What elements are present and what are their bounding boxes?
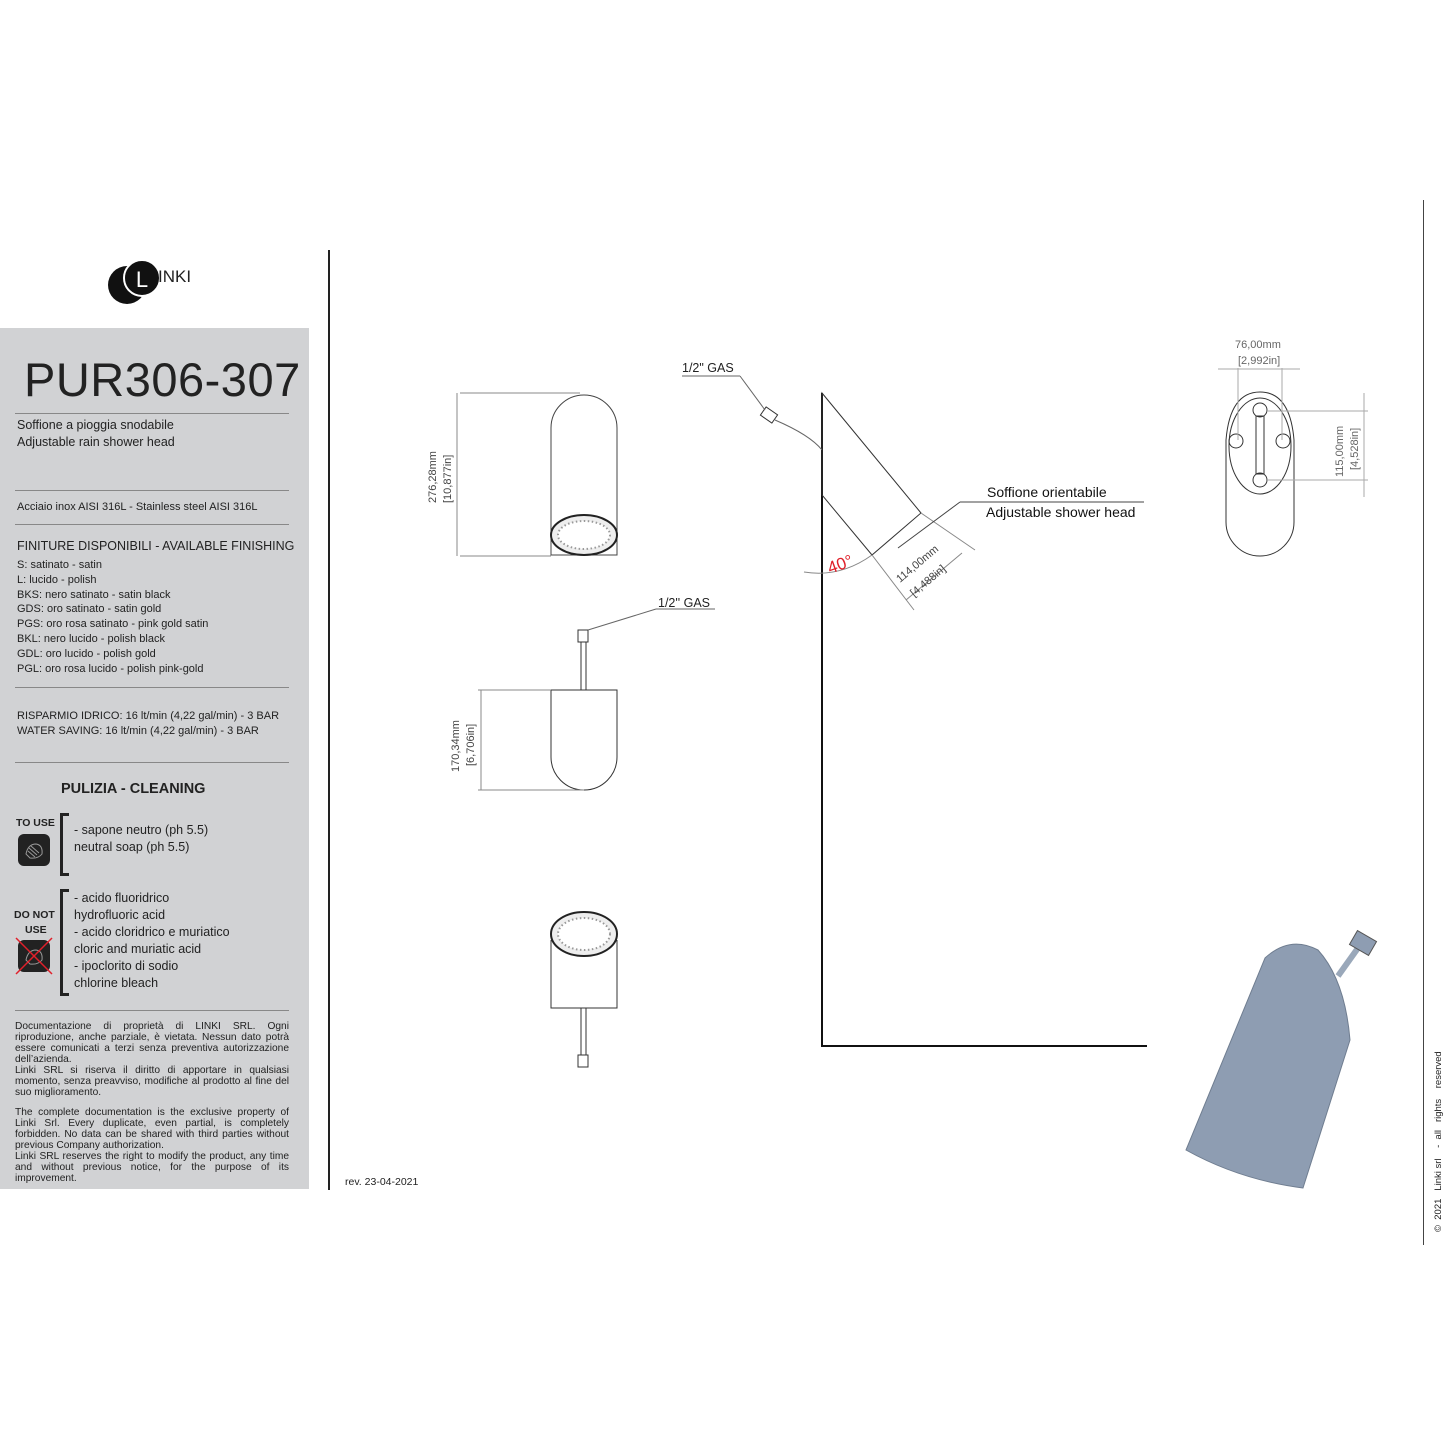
finishing-title: FINITURE DISPONIBILI - AVAILABLE FINISHI… — [17, 539, 295, 553]
legal-en-1: The complete documentation is the exclus… — [15, 1107, 289, 1151]
body-in: [6,706in] — [465, 724, 477, 766]
do-not-use-item: - acido fluoridrico — [74, 891, 170, 905]
revision: rev. 23-04-2021 — [345, 1176, 419, 1188]
holes-in: [4,528in] — [1349, 428, 1361, 470]
forbidden-wash-icon — [15, 937, 53, 975]
info-panel — [0, 328, 309, 1189]
legal-it-2: Linki SRL si riserva il diritto di appor… — [15, 1065, 289, 1098]
wall-section-view: 1/2" GAS 40° 114,00mm [4,488in] Soffione… — [682, 361, 1147, 1047]
frame-right-border — [1423, 200, 1424, 1245]
do-not-use-label-2: USE — [25, 924, 47, 936]
logo-letter: L — [136, 267, 148, 292]
do-not-use-item: hydrofluoric acid — [74, 908, 166, 922]
height-mm: 276,28mm — [427, 451, 439, 503]
water-saving-it: RISPARMIO IDRICO: 16 lt/min (4,22 gal/mi… — [17, 710, 280, 722]
do-not-use-item: chlorine bleach — [74, 976, 159, 990]
back-view: 76,00mm [2,992in] 115,00mm [4,528in] — [1218, 339, 1368, 557]
width-in: [2,992in] — [1238, 355, 1280, 367]
finishing-list: S: satinato - satin L: lucido - polish B… — [17, 558, 208, 676]
linki-logo: L INKI — [106, 258, 201, 306]
holes-mm: 115,00mm — [1334, 426, 1346, 477]
side-view: 276,28mm [10,877in] — [427, 392, 618, 557]
material: Acciaio inox AISI 316L - Stainless steel… — [17, 501, 258, 513]
callout-it: Soffione orientabile — [987, 484, 1107, 500]
finishing-item: GDL: oro lucido - polish gold — [17, 647, 156, 660]
frame-divider — [328, 250, 330, 1190]
finishing-item: BKL: nero lucido - polish black — [17, 632, 165, 645]
to-use-item: neutral soap (ph 5.5) — [74, 840, 190, 854]
height-in: [10,877in] — [442, 455, 454, 503]
gas-label-front: 1/2'' GAS — [658, 596, 710, 610]
legal-notice: Documentazione di proprietà di LINKI SRL… — [15, 1021, 289, 1184]
bottom-view — [550, 911, 618, 1068]
do-not-use-item: - acido cloridrico e muriatico — [74, 925, 230, 939]
legal-it-1: Documentazione di proprietà di LINKI SRL… — [15, 1021, 289, 1065]
to-use-item: - sapone neutro (ph 5.5) — [74, 823, 209, 837]
do-not-use-item: cloric and muriatic acid — [74, 942, 202, 956]
hand-wash-icon — [18, 834, 50, 866]
do-not-use-list: - acido fluoridrico hydrofluoric acid - … — [74, 890, 230, 992]
logo-text: INKI — [158, 267, 192, 286]
product-name-en: Adjustable rain shower head — [17, 435, 175, 449]
cleaning-title: PULIZIA - CLEANING — [61, 781, 206, 797]
product-render — [1185, 929, 1378, 1189]
finishing-item: S: satinato - satin — [17, 559, 102, 571]
finishing-item: L: lucido - polish — [17, 573, 97, 586]
product-name-it: Soffione a pioggia snodabile — [17, 418, 174, 432]
gas-label-side: 1/2" GAS — [682, 361, 734, 375]
width-mm: 76,00mm — [1235, 339, 1281, 351]
product-code: PUR306-307 — [24, 353, 301, 406]
finishing-item: BKS: nero satinato - satin black — [17, 588, 171, 601]
logo-circles-icon: L — [108, 259, 161, 304]
do-not-use-label: DO NOT — [14, 909, 55, 921]
finishing-item: PGL: oro rosa lucido - polish pink-gold — [17, 662, 204, 675]
legal-en-2: Linki SRL reserves the right to modify t… — [15, 1151, 289, 1184]
to-use-label: TO USE — [16, 817, 55, 829]
finishing-item: PGS: oro rosa satinato - pink gold satin — [17, 618, 209, 631]
callout-en: Adjustable shower head — [986, 504, 1135, 520]
do-not-use-item: - ipoclorito di sodio — [74, 959, 179, 973]
front-view: 1/2'' GAS 170,34mm [6,706in] — [450, 596, 715, 791]
water-saving-en: WATER SAVING: 16 lt/min (4,22 gal/min) -… — [17, 725, 259, 737]
angle-label: 40° — [825, 551, 856, 578]
body-mm: 170,34mm — [450, 720, 462, 772]
finishing-item: GDS: oro satinato - satin gold — [17, 603, 162, 616]
